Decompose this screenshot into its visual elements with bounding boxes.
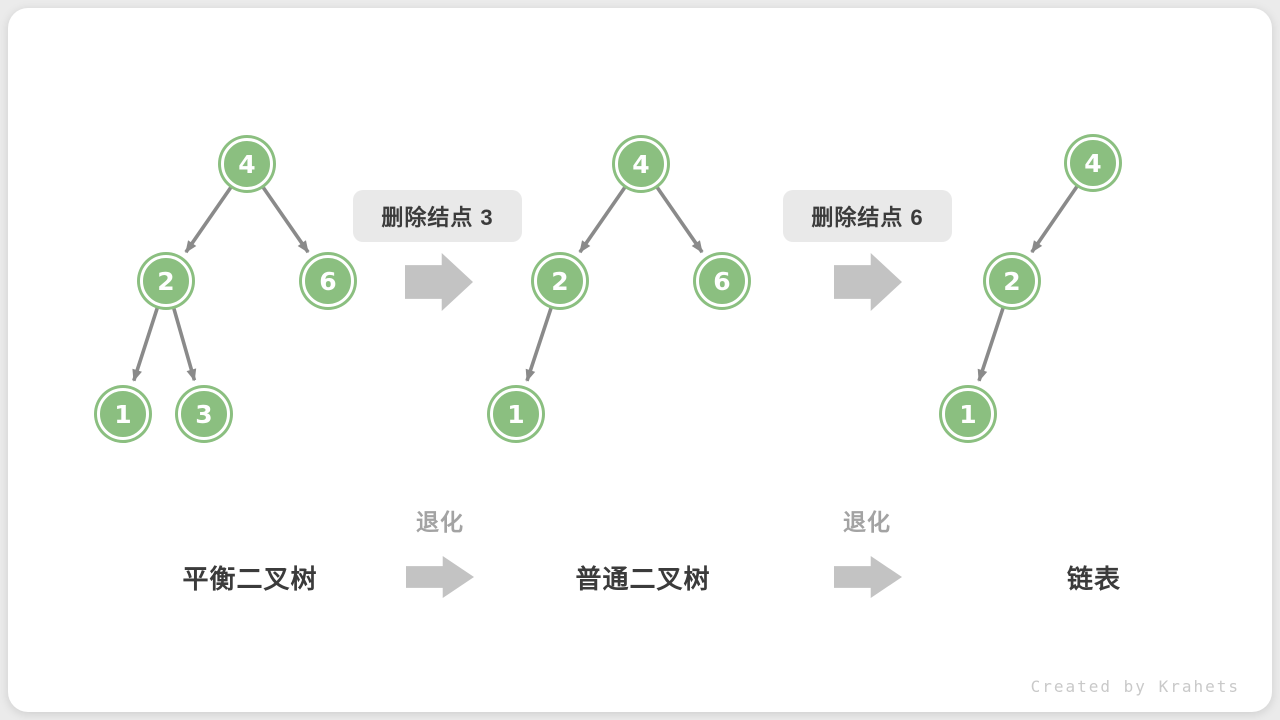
watermark-credit: Created by Krahets (1030, 677, 1240, 696)
stage-label-balanced-binary-tree: 平衡二叉树 (182, 564, 318, 594)
balanced-binary-tree-node-2: 2 (140, 255, 192, 307)
linked-list-node-4: 4 (1067, 137, 1119, 189)
ordinary-binary-tree-node-6: 6 (696, 255, 748, 307)
balanced-binary-tree-node-4: 4 (221, 138, 273, 190)
degrade-caption: 退化 (843, 509, 891, 535)
delete-node-6-label: 删除结点 6 (783, 190, 952, 242)
linked-list-node-1: 1 (942, 388, 994, 440)
balanced-binary-tree-node-6: 6 (302, 255, 354, 307)
ordinary-binary-tree-node-2: 2 (534, 255, 586, 307)
stage-label-linked-list: 链表 (1066, 564, 1122, 594)
figure-card (8, 8, 1272, 712)
degrade-caption: 退化 (416, 509, 464, 535)
ordinary-binary-tree-node-1: 1 (490, 388, 542, 440)
delete-node-3-label: 删除结点 3 (353, 190, 522, 242)
stage-label-ordinary-binary-tree: 普通二叉树 (575, 564, 711, 594)
ordinary-binary-tree-node-4: 4 (615, 138, 667, 190)
balanced-binary-tree-node-1: 1 (97, 388, 149, 440)
balanced-binary-tree-node-3: 3 (178, 388, 230, 440)
linked-list-node-2: 2 (986, 255, 1038, 307)
